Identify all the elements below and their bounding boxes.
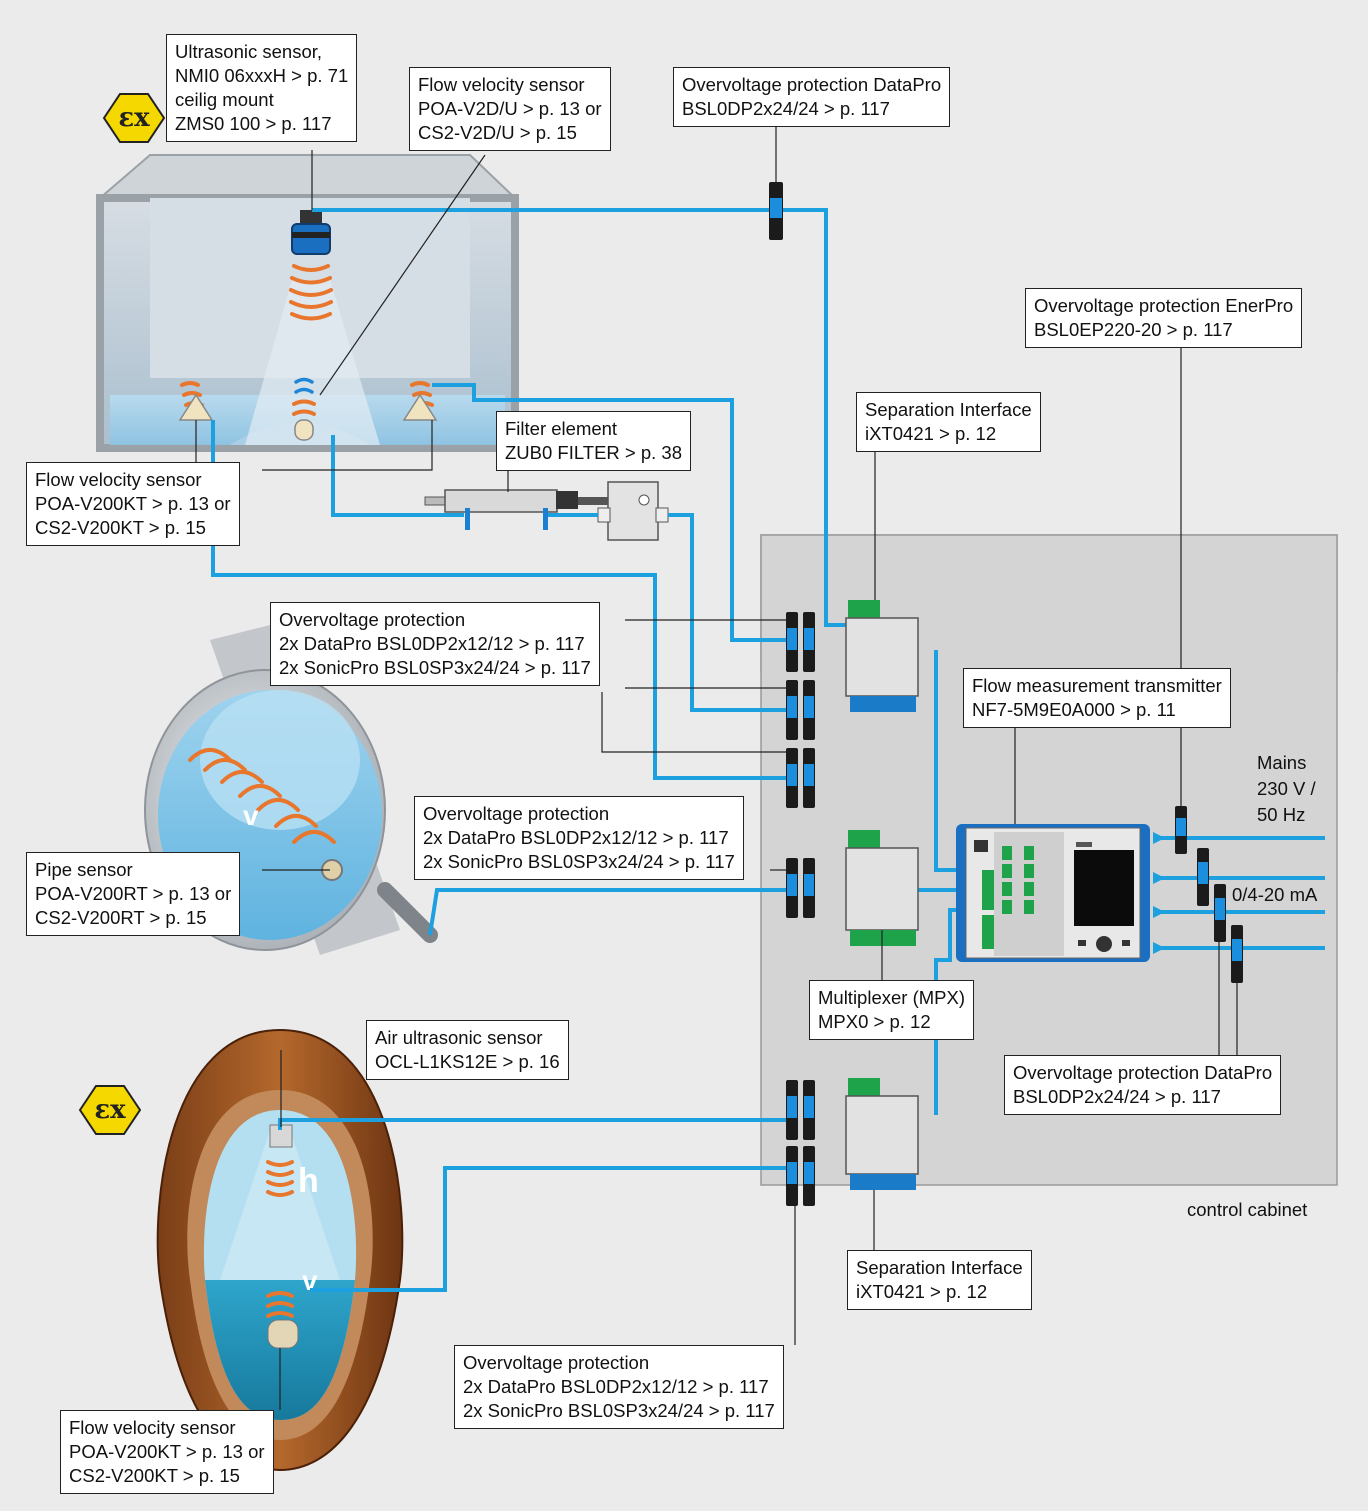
label-line: Air ultrasonic sensor [375, 1027, 543, 1048]
label-line: 2x DataPro BSL0DP2x12/12 > p. 117 [423, 827, 729, 848]
label-line: 2x SonicPro BSL0SP3x24/24 > p. 117 [463, 1400, 775, 1421]
label-line: MPX0 > p. 12 [818, 1011, 931, 1032]
label-line: Separation Interface [856, 1257, 1023, 1278]
label-flow-velocity-v2d: Flow velocity sensor POA-V2D/U > p. 13 o… [409, 67, 611, 151]
label-line: Filter element [505, 418, 618, 439]
label-line: POA-V200KT > p. 13 or [69, 1441, 265, 1462]
mains-line: Mains [1257, 752, 1307, 773]
mains-line: 50 Hz [1257, 804, 1306, 825]
label-multiplexer: Multiplexer (MPX) MPX0 > p. 12 [809, 980, 974, 1040]
label-separation-interface-bottom: Separation Interface iXT0421 > p. 12 [847, 1250, 1032, 1310]
label-line: ZMS0 100 > p. 117 [175, 113, 332, 134]
leader-lines [195, 118, 1238, 1410]
tank [96, 154, 519, 452]
sewer [156, 1028, 404, 1472]
label-line: Overvoltage protection EnerPro [1034, 295, 1294, 316]
label-pipe-sensor: Pipe sensor POA-V200RT > p. 13 or CS2-V2… [26, 852, 241, 936]
mains-line: 230 V / [1257, 778, 1316, 799]
label-separation-interface-top: Separation Interface iXT0421 > p. 12 [856, 392, 1041, 452]
svg-text:εx: εx [94, 1095, 126, 1125]
label-overvoltage-enerpro: Overvoltage protection EnerPro BSL0EP220… [1025, 288, 1303, 348]
label-overvoltage-group-3: Overvoltage protection 2x DataPro BSL0DP… [454, 1345, 784, 1429]
label-line: Overvoltage protection DataPro [1013, 1062, 1273, 1083]
label-line: ceilig mount [175, 89, 274, 110]
label-line: Flow measurement transmitter [972, 675, 1222, 696]
label-line: Overvoltage protection DataPro [682, 74, 942, 95]
mains-label: Mains 230 V / 50 Hz [1257, 750, 1316, 828]
v-sensor-right [402, 381, 438, 421]
label-line: 2x SonicPro BSL0SP3x24/24 > p. 117 [423, 851, 735, 872]
label-line: iXT0421 > p. 12 [856, 1281, 988, 1302]
label-line: BSL0DP2x24/24 > p. 117 [1013, 1086, 1221, 1107]
filter-element [424, 481, 669, 541]
label-line: CS2-V2D/U > p. 15 [418, 122, 577, 143]
label-line: POA-V200RT > p. 13 or [35, 883, 232, 904]
label-flow-transmitter: Flow measurement transmitter NF7-5M9E0A0… [963, 668, 1231, 728]
velocity-symbol-pipe: v [243, 800, 259, 831]
analog-output-label: 0/4-20 mA [1232, 884, 1318, 905]
multiplexer-module [845, 830, 919, 946]
label-flow-velocity-v200kt-top: Flow velocity sensor POA-V200KT > p. 13 … [26, 462, 240, 546]
label-overvoltage-datapro-right: Overvoltage protection DataPro BSL0DP2x2… [1004, 1055, 1282, 1115]
separation-interface-top [845, 600, 919, 712]
label-filter-element: Filter element ZUB0 FILTER > p. 38 [496, 411, 692, 471]
surge-group-1 [786, 612, 815, 808]
label-line: Multiplexer (MPX) [818, 987, 965, 1008]
label-line: iXT0421 > p. 12 [865, 423, 997, 444]
label-line: ZUB0 FILTER > p. 38 [505, 442, 683, 463]
label-line: NMI0 06xxxH > p. 71 [175, 65, 349, 86]
label-ultrasonic-sensor: Ultrasonic sensor, NMI0 06xxxH > p. 71 c… [166, 34, 358, 142]
svg-text:εx: εx [118, 103, 150, 133]
surge-protector-top [769, 182, 783, 240]
label-line: Ultrasonic sensor, [175, 41, 323, 62]
label-line: Flow velocity sensor [35, 469, 202, 490]
ultrasonic-sensor [289, 210, 333, 321]
control-cabinet-label: control cabinet [1187, 1199, 1308, 1220]
label-line: Overvoltage protection [463, 1352, 650, 1373]
label-flow-velocity-v200kt-bottom: Flow velocity sensor POA-V200KT > p. 13 … [60, 1410, 274, 1494]
label-line: Pipe sensor [35, 859, 133, 880]
label-overvoltage-group-1: Overvoltage protection 2x DataPro BSL0DP… [270, 602, 600, 686]
surge-group-2 [786, 858, 815, 918]
surge-group-3 [786, 1080, 815, 1206]
label-overvoltage-datapro-top: Overvoltage protection DataPro BSL0DP2x2… [673, 67, 951, 127]
label-overvoltage-group-2: Overvoltage protection 2x DataPro BSL0DP… [414, 796, 744, 880]
label-line: 2x DataPro BSL0DP2x12/12 > p. 117 [463, 1376, 769, 1397]
label-line: CS2-V200RT > p. 15 [35, 907, 207, 928]
ex-symbol-bottom: εx [78, 1085, 142, 1135]
flow-transmitter [956, 824, 1165, 962]
v-sensor-center [292, 377, 316, 441]
label-line: POA-V2D/U > p. 13 or [418, 98, 602, 119]
label-line: 2x DataPro BSL0DP2x12/12 > p. 117 [279, 633, 585, 654]
label-line: Flow velocity sensor [418, 74, 585, 95]
label-line: OCL-L1KS12E > p. 16 [375, 1051, 560, 1072]
label-line: Flow velocity sensor [69, 1417, 236, 1438]
ex-symbol-top: εx [102, 93, 166, 143]
separation-interface-bottom [845, 1078, 919, 1190]
label-air-ultrasonic-sensor: Air ultrasonic sensor OCL-L1KS12E > p. 1… [366, 1020, 569, 1080]
surge-protectors-right [1175, 806, 1243, 983]
label-line: 2x SonicPro BSL0SP3x24/24 > p. 117 [279, 657, 591, 678]
label-line: Overvoltage protection [279, 609, 466, 630]
label-line: Separation Interface [865, 399, 1032, 420]
level-symbol: h [298, 1162, 319, 1200]
label-line: NF7-5M9E0A000 > p. 11 [972, 699, 1176, 720]
label-line: Overvoltage protection [423, 803, 610, 824]
label-line: CS2-V200KT > p. 15 [69, 1465, 240, 1486]
label-line: BSL0EP220-20 > p. 117 [1034, 319, 1233, 340]
label-line: POA-V200KT > p. 13 or [35, 493, 231, 514]
label-line: CS2-V200KT > p. 15 [35, 517, 206, 538]
label-line: BSL0DP2x24/24 > p. 117 [682, 98, 890, 119]
